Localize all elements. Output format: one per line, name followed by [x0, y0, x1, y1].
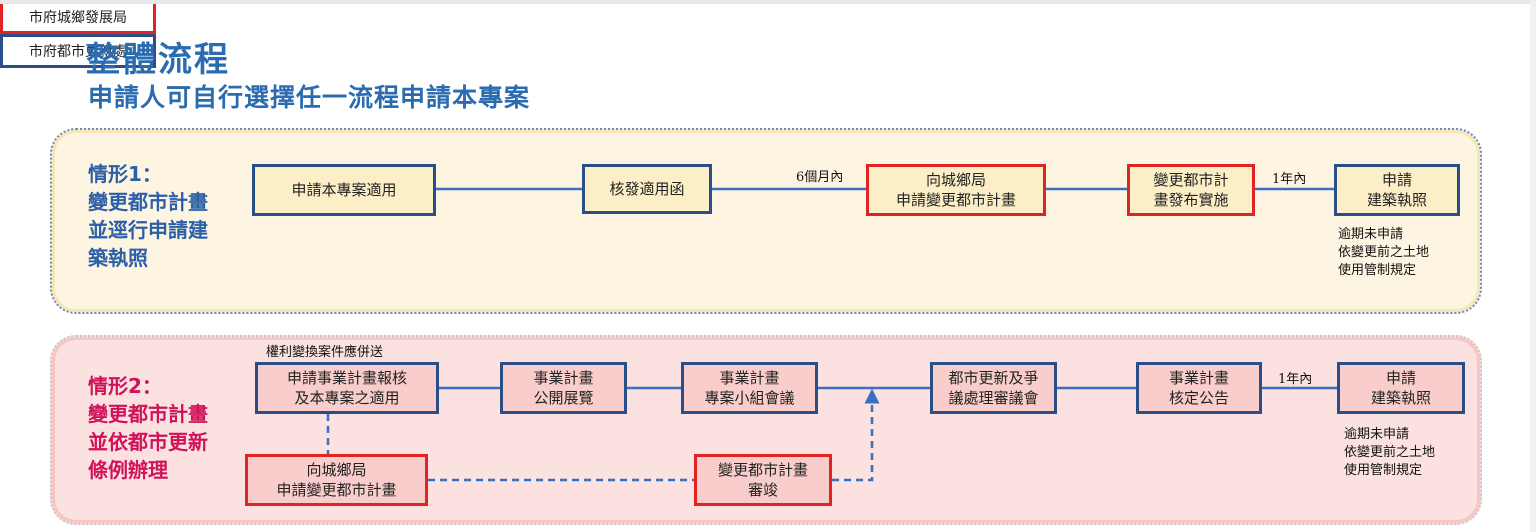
case2-step-panel-meeting: 事業計畫 專案小組會議	[681, 362, 818, 414]
case2-step-apply: 申請事業計畫報核 及本專案之適用	[255, 362, 439, 414]
case1-time-1-year: 1年內	[1272, 172, 1307, 187]
page-title: 整體流程	[86, 40, 230, 80]
case2-time-1-year: 1年內	[1278, 372, 1313, 387]
top-border	[0, 0, 1536, 4]
case2-dashed-return	[832, 388, 880, 482]
case1-step-apply: 申請本專案適用	[252, 164, 436, 216]
legend-urban-renewal-office: 市府都市更新處	[0, 34, 156, 68]
case2-label: 情形2： 變更都市計畫 並依都市更新 條例辦理	[88, 374, 208, 482]
case2-step-announce: 事業計畫 核定公告	[1136, 362, 1262, 414]
case1-expiry-note: 逾期未申請 依變更前之土地 使用管制規定	[1338, 227, 1430, 278]
case1-step-issue-letter: 核發適用函	[582, 164, 712, 214]
case2-step-building-permit: 申請 建築執照	[1337, 362, 1465, 414]
case1-step-submit-plan: 向城鄉局 申請變更都市計畫	[866, 164, 1046, 216]
page-subtitle: 申請人可自行選擇任一流程申請本專案	[88, 83, 531, 112]
case2-step-submit-plan: 向城鄉局 申請變更都市計畫	[245, 454, 428, 506]
case2-expiry-note: 逾期未申請 依變更前之土地 使用管制規定	[1344, 427, 1436, 478]
legend-urban-rural-bureau: 市府城鄉發展局	[0, 0, 156, 34]
case2-top-note: 權利變換案件應併送	[266, 345, 384, 360]
case1-step-building-permit: 申請 建築執照	[1334, 164, 1460, 216]
right-edge	[1530, 0, 1536, 532]
case2-step-review-council: 都市更新及爭 議處理審議會	[930, 362, 1057, 414]
case2-step-public-display: 事業計畫 公開展覽	[500, 362, 627, 414]
case1-step-publish: 變更都市計 畫發布實施	[1127, 164, 1255, 216]
case2-step-plan-approved: 變更都市計畫 審竣	[694, 454, 832, 506]
case1-panel	[50, 128, 1482, 314]
case1-time-6-months: 6個月內	[796, 170, 844, 185]
case1-label: 情形1： 變更都市計畫 並逕行申請建 築執照	[88, 162, 208, 270]
